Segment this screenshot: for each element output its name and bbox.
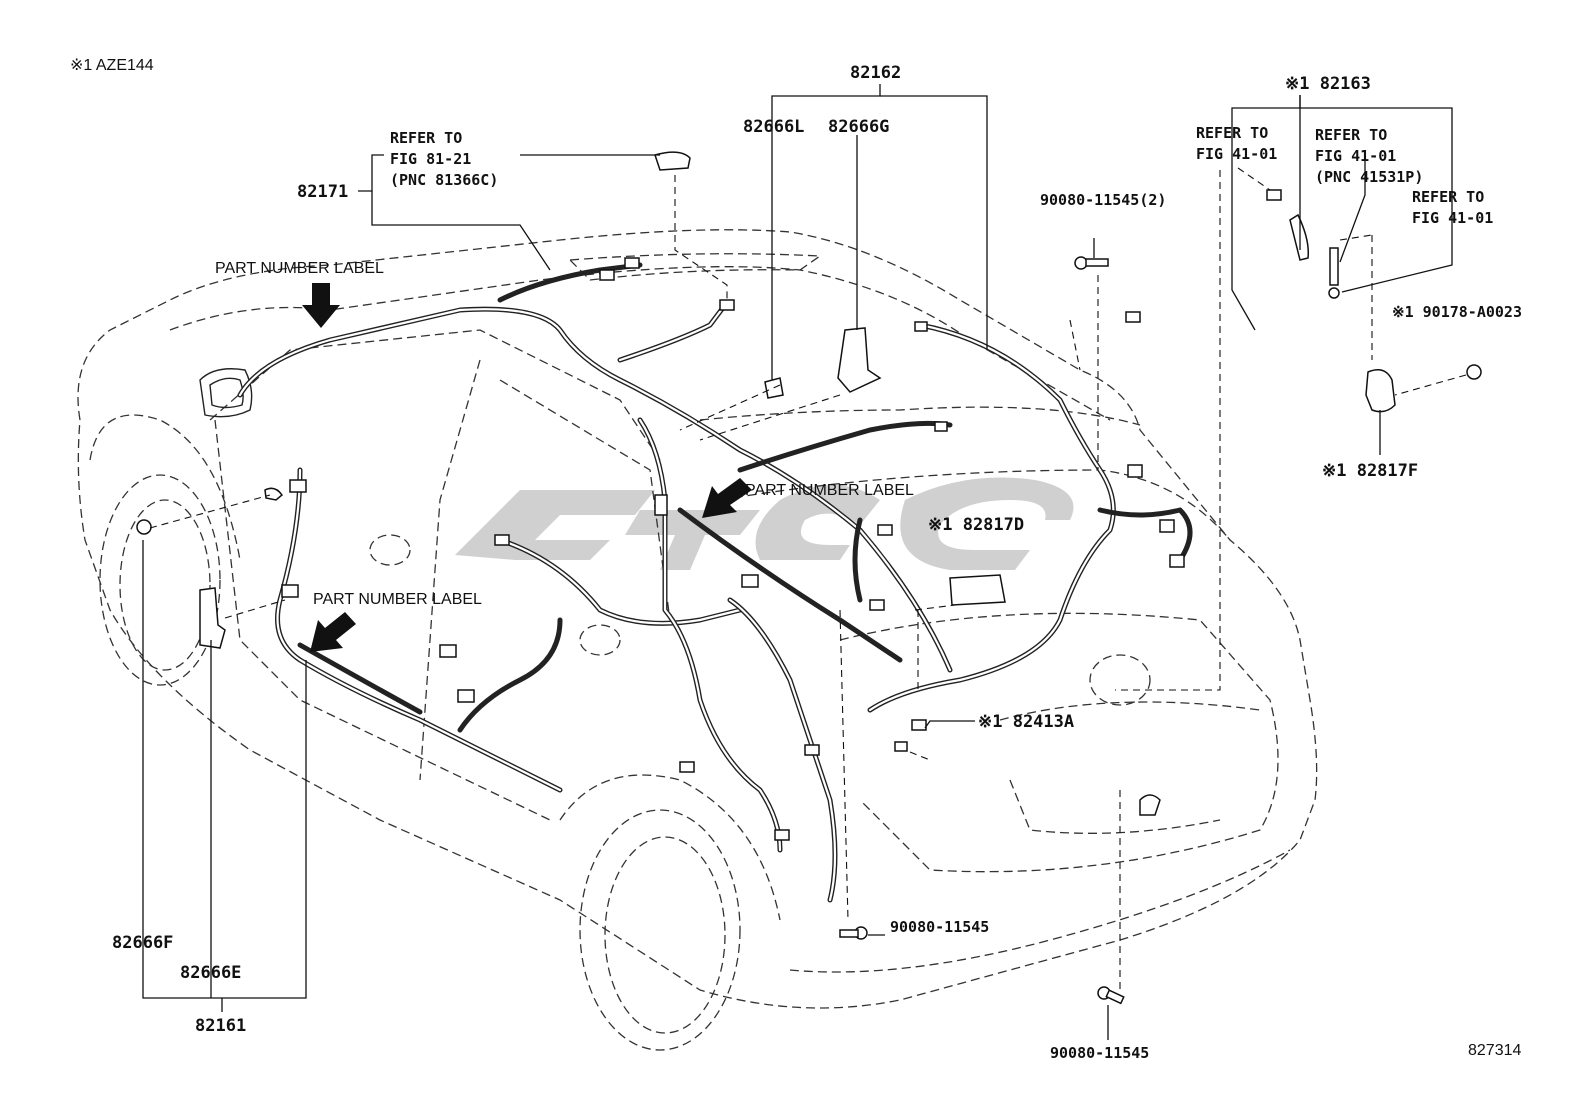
refer-a-line3: (PNC 81366C) [390, 171, 498, 189]
roof-harness [237, 306, 953, 673]
clip-icon [654, 151, 691, 171]
clip-icon [837, 327, 882, 393]
clip-icon [264, 487, 284, 501]
bolts [136, 256, 1125, 1005]
connector-icon [457, 689, 475, 703]
bolt-icon [839, 926, 868, 940]
part-number-label-3: PART NUMBER LABEL [313, 591, 482, 608]
rear-door-harness [867, 322, 1193, 713]
side-mirror [199, 368, 253, 418]
refer-d-line1: REFER TO [1412, 188, 1484, 206]
arrow-down-left-icon [702, 478, 752, 518]
connector-icon [439, 644, 457, 658]
connector-icon [679, 761, 695, 773]
leader-lines [142, 84, 1453, 1040]
connector-icon [774, 829, 790, 841]
clip-icon [1466, 364, 1482, 380]
part-90178: ※1 90178-A0023 [1392, 303, 1522, 321]
refer-c-line3: (PNC 41531P) [1315, 168, 1423, 186]
connector-icon [1159, 519, 1175, 533]
connector-icon [741, 574, 759, 588]
connector-icon [281, 584, 299, 598]
part-82413A: ※1 82413A [978, 712, 1074, 732]
part-82666E: 82666E [180, 963, 241, 983]
bolt-mid-label: 90080-11545 [890, 918, 989, 936]
connector-icon [289, 479, 307, 493]
clip-icon [1289, 213, 1310, 261]
connector-icon [494, 534, 510, 546]
connector-icon [1266, 189, 1282, 201]
floor-harness [275, 417, 953, 903]
connector-icon [869, 599, 885, 611]
refer-a-line2: FIG 81-21 [390, 150, 471, 168]
part-82817D: ※1 82817D [928, 515, 1024, 535]
bolt-bottom-label: 90080-11545 [1050, 1044, 1149, 1062]
clip-icon [1365, 369, 1396, 413]
bolt-icon [1097, 986, 1125, 1005]
arrow-down-icon [302, 283, 340, 328]
connector-icon [1127, 464, 1143, 478]
label-harness-stripe [297, 507, 903, 715]
refer-b-line1: REFER TO [1196, 124, 1268, 142]
bolt-icon [136, 519, 152, 535]
clip-icon [1329, 247, 1339, 286]
part-82666G: 82666G [828, 117, 889, 137]
clip-icon [1139, 794, 1161, 816]
refer-a-line1: REFER TO [390, 129, 462, 147]
part-82666L: 82666L [743, 117, 804, 137]
sunroof-harness [497, 262, 728, 363]
front-wheel [89, 414, 241, 686]
connector-icon [877, 524, 893, 536]
connector-icon [914, 321, 928, 332]
refer-b-line2: FIG 41-01 [1196, 145, 1277, 163]
connector-icon [804, 744, 820, 756]
part-82171: 82171 [297, 182, 348, 202]
clip-parts [199, 151, 1482, 816]
clip-icon [1328, 287, 1340, 299]
bolt-top-label: 90080-11545(2) [1040, 191, 1166, 209]
connector-icon [599, 269, 615, 281]
model-note: ※1 AZE144 [70, 57, 154, 74]
arrow-down-left-icon [310, 612, 356, 652]
connector-icon [934, 421, 948, 432]
rear-wheel [559, 774, 781, 1051]
part-82162: 82162 [850, 63, 901, 83]
connector-icon [1125, 311, 1141, 323]
bolt-icon [1074, 256, 1109, 270]
refer-d-line2: FIG 41-01 [1412, 209, 1493, 227]
connector-icon [654, 494, 668, 516]
connectors [281, 189, 1282, 841]
connector-icon [624, 257, 640, 269]
clip-icon [949, 574, 1006, 606]
dashed-leaders [149, 167, 1467, 990]
part-number-label-2: PART NUMBER LABEL [745, 482, 914, 499]
refer-c-line1: REFER TO [1315, 126, 1387, 144]
part-82161: 82161 [195, 1016, 246, 1036]
connector-icon [1169, 554, 1185, 568]
connector-icon [894, 741, 908, 752]
connector-icon [911, 719, 927, 731]
refer-c-line2: FIG 41-01 [1315, 147, 1396, 165]
part-82163: ※1 82163 [1285, 74, 1371, 94]
vehicle-body-outline [77, 229, 1318, 1009]
clip-icon [199, 587, 226, 649]
part-82817F: ※1 82817F [1322, 461, 1418, 481]
part-number-label-1: PART NUMBER LABEL [215, 260, 384, 277]
part-82666F: 82666F [112, 933, 173, 953]
connector-icon [719, 299, 735, 311]
figure-number: 827314 [1468, 1042, 1521, 1059]
